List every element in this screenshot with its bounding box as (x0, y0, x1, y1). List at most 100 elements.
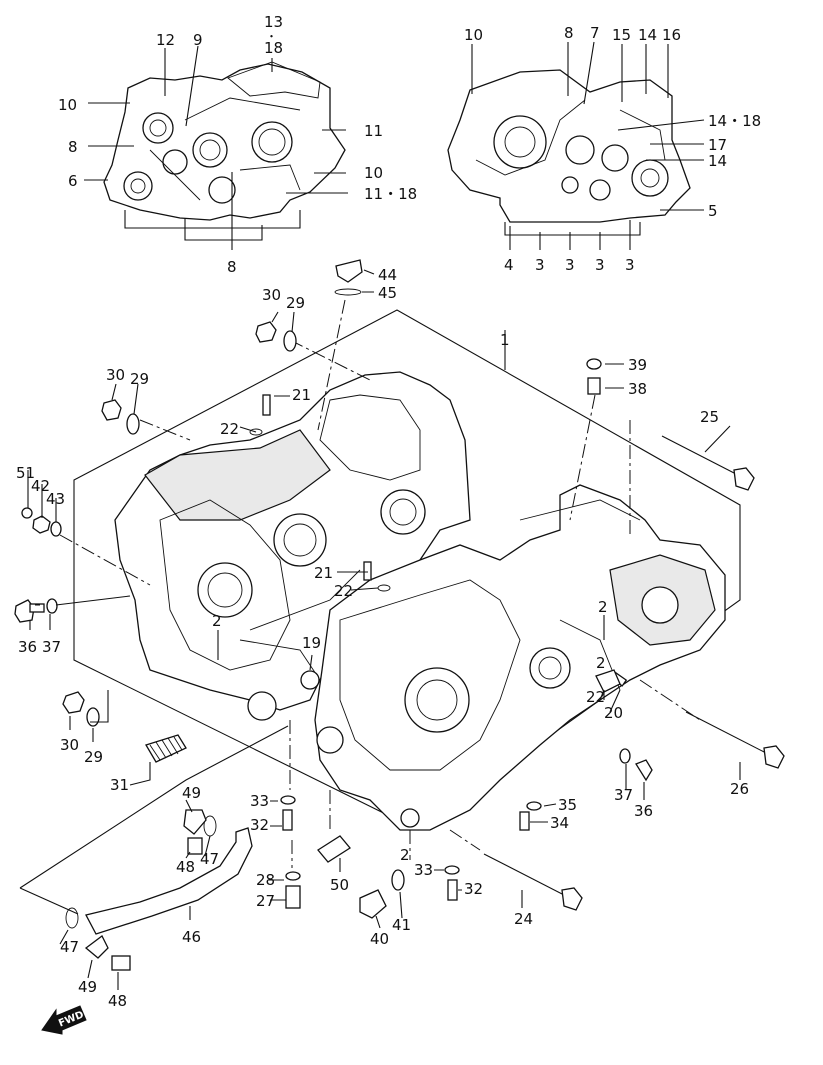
callout-42: 42 (31, 477, 50, 495)
o-ring-22-upper (249, 428, 263, 436)
callout-37b: 37 (614, 786, 633, 804)
callout-8c: 8 (564, 24, 574, 42)
bolt-48-upper (187, 837, 203, 855)
callout-9: 9 (193, 31, 203, 49)
callout-3a: 3 (535, 256, 545, 274)
callout-32b: 32 (464, 880, 483, 898)
assembly-guides (59, 299, 701, 868)
callout-51: 51 (16, 464, 35, 482)
callout-21a: 21 (292, 386, 311, 404)
bolt-32-left (282, 809, 293, 831)
callout-1: 1 (500, 331, 510, 349)
callout-11: 11 (364, 122, 383, 140)
jet-21-upper (262, 394, 271, 416)
left-case-half-inset (103, 61, 346, 241)
callout-47a: 47 (200, 850, 219, 868)
bolt-36-right (635, 759, 653, 782)
callout-27: 27 (256, 892, 275, 910)
leader-lines (27, 41, 741, 990)
callout-8b: 8 (227, 258, 237, 276)
callout-15: 15 (612, 26, 631, 44)
washer-29-top (283, 330, 297, 352)
callout-3d: 3 (625, 256, 635, 274)
o-ring-45 (334, 288, 362, 296)
dowel-20 (595, 669, 621, 693)
callout-5: 5 (708, 202, 718, 220)
callout-49a: 49 (182, 784, 201, 802)
oil-pressure-switch-50 (317, 835, 351, 863)
callout-22a: 22 (220, 420, 239, 438)
callout-43: 43 (46, 490, 65, 508)
callout-28: 28 (256, 871, 275, 889)
callout-19: 19 (302, 634, 321, 652)
crankcase-left-half (114, 371, 471, 721)
callout-6: 6 (68, 172, 78, 190)
bolt-36-left (14, 599, 35, 623)
callout-10c: 10 (464, 26, 483, 44)
jet-21-lower (363, 561, 372, 581)
clamp-49-lower (84, 935, 109, 959)
washer-41 (391, 869, 405, 891)
bolt-25 (661, 435, 737, 475)
washer-39 (586, 358, 602, 370)
washer-29-mid (126, 413, 140, 435)
callout-36a: 36 (18, 638, 37, 656)
callout-49b: 49 (78, 978, 97, 996)
callout-34: 34 (550, 814, 569, 832)
callout-50: 50 (330, 876, 349, 894)
callout-36b: 36 (634, 802, 653, 820)
washer-33-left (280, 795, 296, 805)
callout-40: 40 (370, 930, 389, 948)
callout-22b: 22 (334, 582, 353, 600)
callout-29c: 29 (84, 748, 103, 766)
bolt-34 (519, 811, 530, 831)
callout-32a: 32 (250, 816, 269, 834)
washer-37-left (46, 598, 58, 614)
callout-14-18: 14・18 (708, 112, 761, 130)
small-parts (14, 259, 785, 971)
bolt-26 (685, 711, 769, 755)
callout-10a: 10 (58, 96, 77, 114)
callout-3c: 3 (595, 256, 605, 274)
oil-pipe-46 (85, 827, 253, 935)
forward-direction-arrow: FWD (41, 1005, 87, 1035)
callout-numbers: 13 ・ 18 12 9 10 8 6 8 11 10 11・18 10 8 7… (16, 13, 761, 1010)
bolt-27 (285, 885, 301, 909)
callout-44: 44 (378, 266, 397, 284)
callout-12: 12 (156, 31, 175, 49)
nut-30-mid (101, 399, 122, 421)
washer-28 (285, 871, 301, 881)
callout-20: 20 (604, 704, 623, 722)
callout-37a: 37 (42, 638, 61, 656)
callout-13-dot: ・ (266, 30, 277, 43)
washer-29-low (86, 707, 100, 727)
washer-35 (526, 801, 542, 811)
clamp-49-upper (183, 809, 207, 835)
callout-30a: 30 (262, 286, 281, 304)
callout-22c: 22 (586, 688, 605, 706)
callout-45: 45 (378, 284, 397, 302)
washer-43 (50, 521, 62, 537)
callout-2c: 2 (596, 654, 606, 672)
callout-31: 31 (110, 776, 129, 794)
callout-2b: 2 (598, 598, 608, 616)
callout-2a: 2 (212, 612, 222, 630)
nut-42 (32, 515, 51, 534)
callout-13: 13 (264, 13, 283, 31)
washer-33-right (444, 865, 460, 875)
breather-hose-31 (145, 734, 187, 763)
callout-30b: 30 (106, 366, 125, 384)
plug-40 (359, 889, 387, 919)
o-ring-47-lower (65, 907, 79, 929)
callout-4: 4 (504, 256, 514, 274)
callout-25: 25 (700, 408, 719, 426)
callout-8a: 8 (68, 138, 78, 156)
callout-16: 16 (662, 26, 681, 44)
bolt-48-lower (111, 955, 131, 971)
callout-7: 7 (590, 24, 600, 42)
callout-41: 41 (392, 916, 411, 934)
callout-13-18: 18 (264, 39, 283, 57)
assembly-boundary (73, 309, 741, 831)
callout-26: 26 (730, 780, 749, 798)
